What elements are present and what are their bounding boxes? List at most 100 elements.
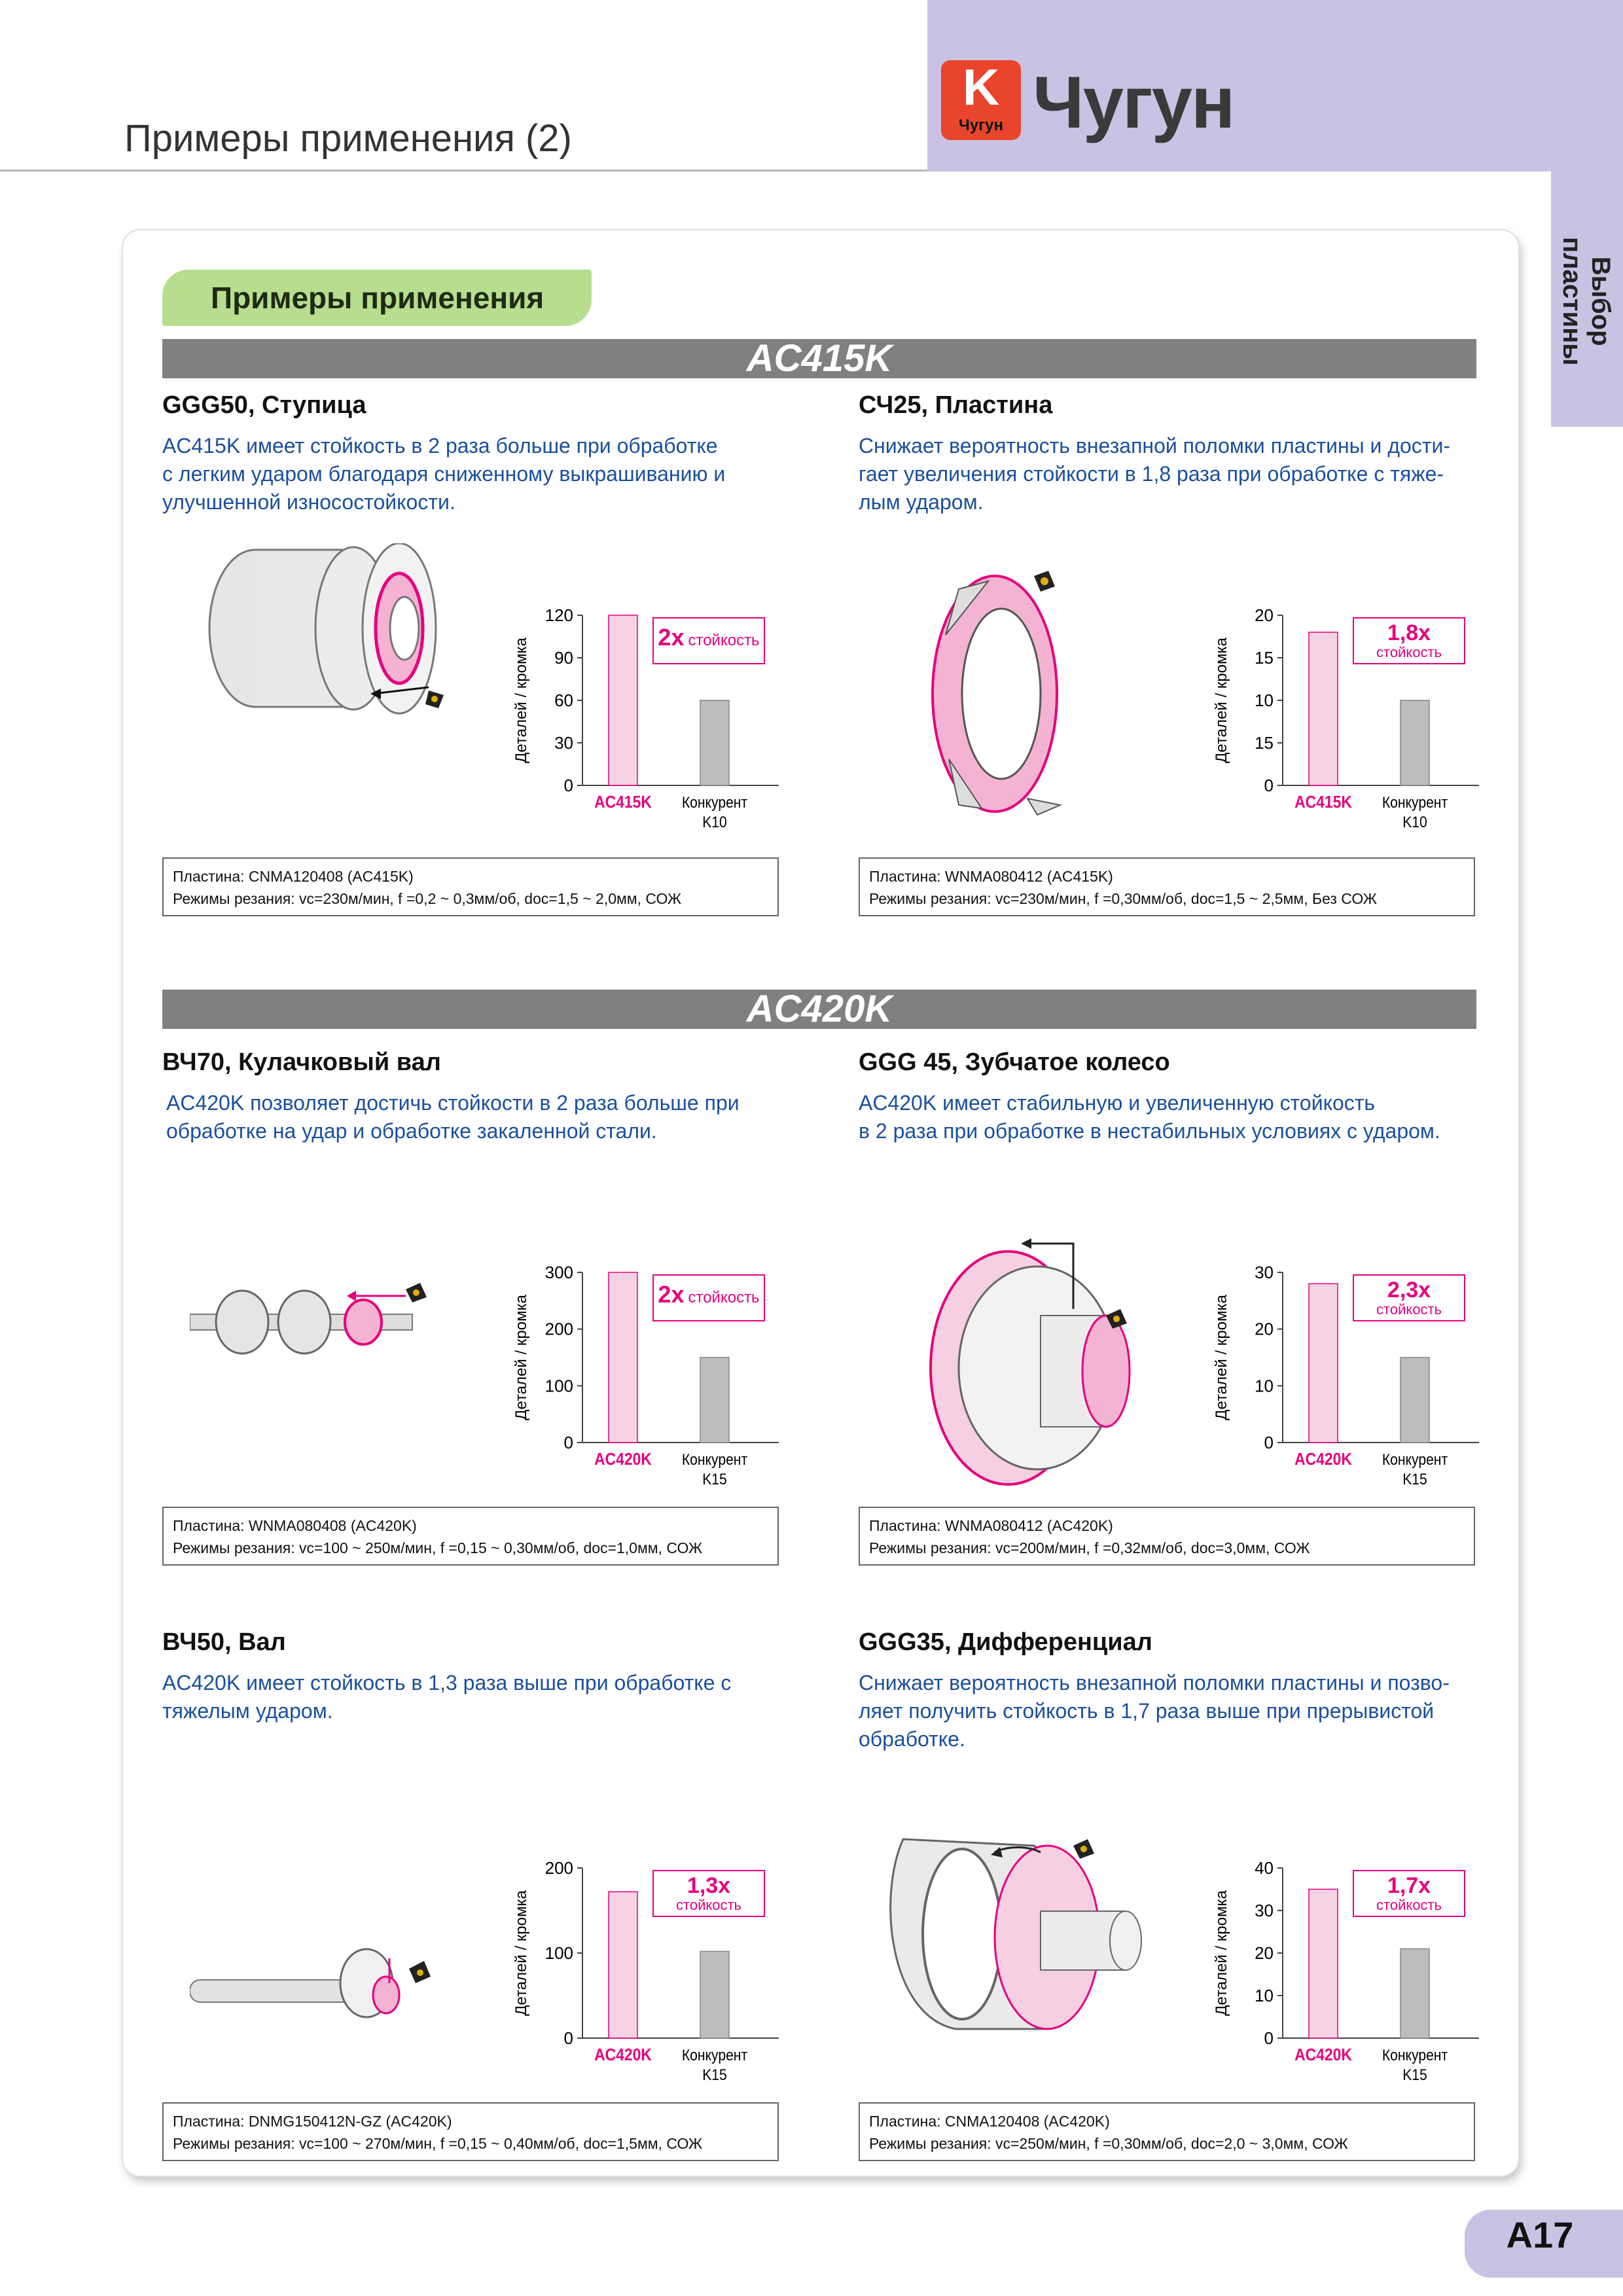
cutting-conditions-box: Пластина: WNMA080412 (AC415K) Режимы рез… xyxy=(859,857,1475,916)
description-line: AC420K позволяет достичь стойкости в 2 р… xyxy=(166,1091,740,1115)
x-tick-label-line: Конкурент xyxy=(1382,2047,1448,2064)
y-tick-label: 0 xyxy=(564,1433,573,1452)
description-line: Снижает вероятность внезапной поломки пл… xyxy=(859,1671,1450,1695)
category-badge-letter: K xyxy=(962,58,1000,116)
example-title: СЧ25, Пластина xyxy=(859,391,1053,419)
annotation-value: 1,7x xyxy=(1387,1873,1431,1898)
y-tick-label: 20 xyxy=(1255,1319,1274,1339)
x-tick-label-line: K15 xyxy=(1402,2066,1427,2084)
y-tick-label: 20 xyxy=(1255,605,1274,625)
bar xyxy=(1308,1283,1338,1443)
grade-label-ac415k: AC415K xyxy=(746,337,893,380)
hub-illustration xyxy=(208,543,444,715)
description-line: в 2 раза при обработке в нестабильных ус… xyxy=(859,1119,1440,1143)
y-tick-label: 10 xyxy=(1255,1986,1274,2005)
annotation-value: 2,3x xyxy=(1387,1278,1431,1302)
axis-title: Деталей / кромка xyxy=(1213,1890,1230,2016)
description-line: с легким ударом благодаря сниженному вык… xyxy=(162,462,726,486)
bar xyxy=(608,615,638,786)
bar xyxy=(1308,632,1338,786)
side-tab-label: Выбор пластины xyxy=(1558,236,1615,366)
category-title: Чугун xyxy=(1033,62,1236,143)
description-line: AC420K имеет стойкость в 1,3 раза выше п… xyxy=(162,1671,732,1695)
x-tick-label: AC415K xyxy=(594,793,652,812)
axis-title: Деталей / кромка xyxy=(512,1295,530,1420)
cutting-conditions-box: Пластина: DNMG150412N-GZ (AC420K) Режимы… xyxy=(162,2102,779,2161)
y-tick-label: 40 xyxy=(1255,1858,1274,1878)
example-description: Снижает вероятность внезапной поломки пл… xyxy=(859,1669,1474,1753)
cutting-conditions-box: Пластина: CNMA120408 (AC420K) Режимы рез… xyxy=(859,2102,1475,2161)
example-title: GGG50, Ступица xyxy=(162,391,366,419)
conditions-line: Режимы резания: vc=100 ~ 250м/мин, f =0,… xyxy=(173,1539,703,1556)
section-tab-label: Примеры применения xyxy=(211,281,544,315)
header-band xyxy=(927,0,1623,171)
description-line: обработке. xyxy=(859,1727,965,1751)
annotation-box xyxy=(652,617,765,664)
description-line: Снижает вероятность внезапной поломки пл… xyxy=(859,434,1450,457)
y-tick-label: 120 xyxy=(545,605,573,625)
annotation-value: 2x xyxy=(658,1281,684,1308)
y-tick-label: 300 xyxy=(545,1263,573,1282)
grade-bar-ac415k xyxy=(162,339,1476,378)
cutting-conditions-box: Пластина: WNMA080412 (AC420K) Режимы рез… xyxy=(859,1507,1475,1566)
y-tick-label: 15 xyxy=(1255,648,1274,668)
example-description: Снижает вероятность внезапной поломки пл… xyxy=(859,432,1474,516)
description-line: тяжелым ударом. xyxy=(162,1699,333,1723)
example-title: GGG35, Дифференциал xyxy=(859,1628,1152,1656)
header-gap xyxy=(927,171,1551,228)
insert-line: Пластина: WNMA080408 (AC420K) xyxy=(173,1517,417,1534)
plate-illustration xyxy=(931,571,1063,816)
page-title: Примеры применения (2) xyxy=(124,117,572,160)
x-tick-label: AC420K xyxy=(594,1450,652,1469)
y-tick-label: 0 xyxy=(1264,1433,1274,1452)
differential-illustration xyxy=(889,1838,1142,2030)
description-line: AC420K имеет стабильную и увеличенную ст… xyxy=(859,1091,1376,1115)
page-number-tab xyxy=(1465,2210,1623,2278)
y-tick-label: 200 xyxy=(545,1858,573,1878)
x-tick-label: AC415K xyxy=(1294,793,1352,812)
gear-illustration xyxy=(929,1238,1131,1486)
y-tick-label: 90 xyxy=(554,648,573,668)
description-line: обработке на удар и обработке закаленной… xyxy=(166,1119,657,1143)
description-line: ляет получить стойкость в 1,7 раза выше … xyxy=(859,1699,1435,1723)
bar xyxy=(1400,700,1430,786)
bar xyxy=(608,1272,638,1443)
bar xyxy=(608,1891,638,2039)
description-line: улучшенной износостойкости. xyxy=(162,490,455,514)
grade-bar-ac420k xyxy=(162,990,1476,1029)
y-tick-label: 0 xyxy=(1264,776,1274,795)
annotation-label: стойкость xyxy=(688,632,759,649)
axis-title: Деталей / кромка xyxy=(1213,637,1230,763)
annotation-label: стойкость xyxy=(688,1289,759,1306)
x-tick-label-line: K15 xyxy=(702,2066,727,2084)
x-tick-label: AC420K xyxy=(594,2046,652,2065)
annotation-value: 1,8x xyxy=(1387,620,1431,645)
y-tick-label: 30 xyxy=(1255,1263,1274,1282)
bar xyxy=(1308,1888,1338,2039)
category-badge-label: Чугун xyxy=(958,117,1004,134)
conditions-line: Режимы резания: vc=230м/мин, f =0,2 ~ 0,… xyxy=(173,890,682,907)
cutting-conditions-box: Пластина: WNMA080408 (AC420K) Режимы рез… xyxy=(162,1507,779,1566)
insert-line: Пластина: CNMA120408 (AC415K) xyxy=(173,868,414,885)
annotation-box xyxy=(652,1870,765,1917)
conditions-line: Режимы резания: vc=200м/мин, f =0,32мм/о… xyxy=(869,1539,1310,1556)
annotation-value: 2x xyxy=(658,624,684,651)
grade-label-ac420k: AC420K xyxy=(746,988,893,1030)
conditions-line: Режимы резания: vc=100 ~ 270м/мин, f =0,… xyxy=(173,2135,703,2152)
annotation-box xyxy=(1353,617,1465,664)
side-tab[interactable] xyxy=(1551,171,1623,427)
example-title: ВЧ70, Кулачковый вал xyxy=(162,1049,441,1076)
bar xyxy=(700,1950,730,2039)
